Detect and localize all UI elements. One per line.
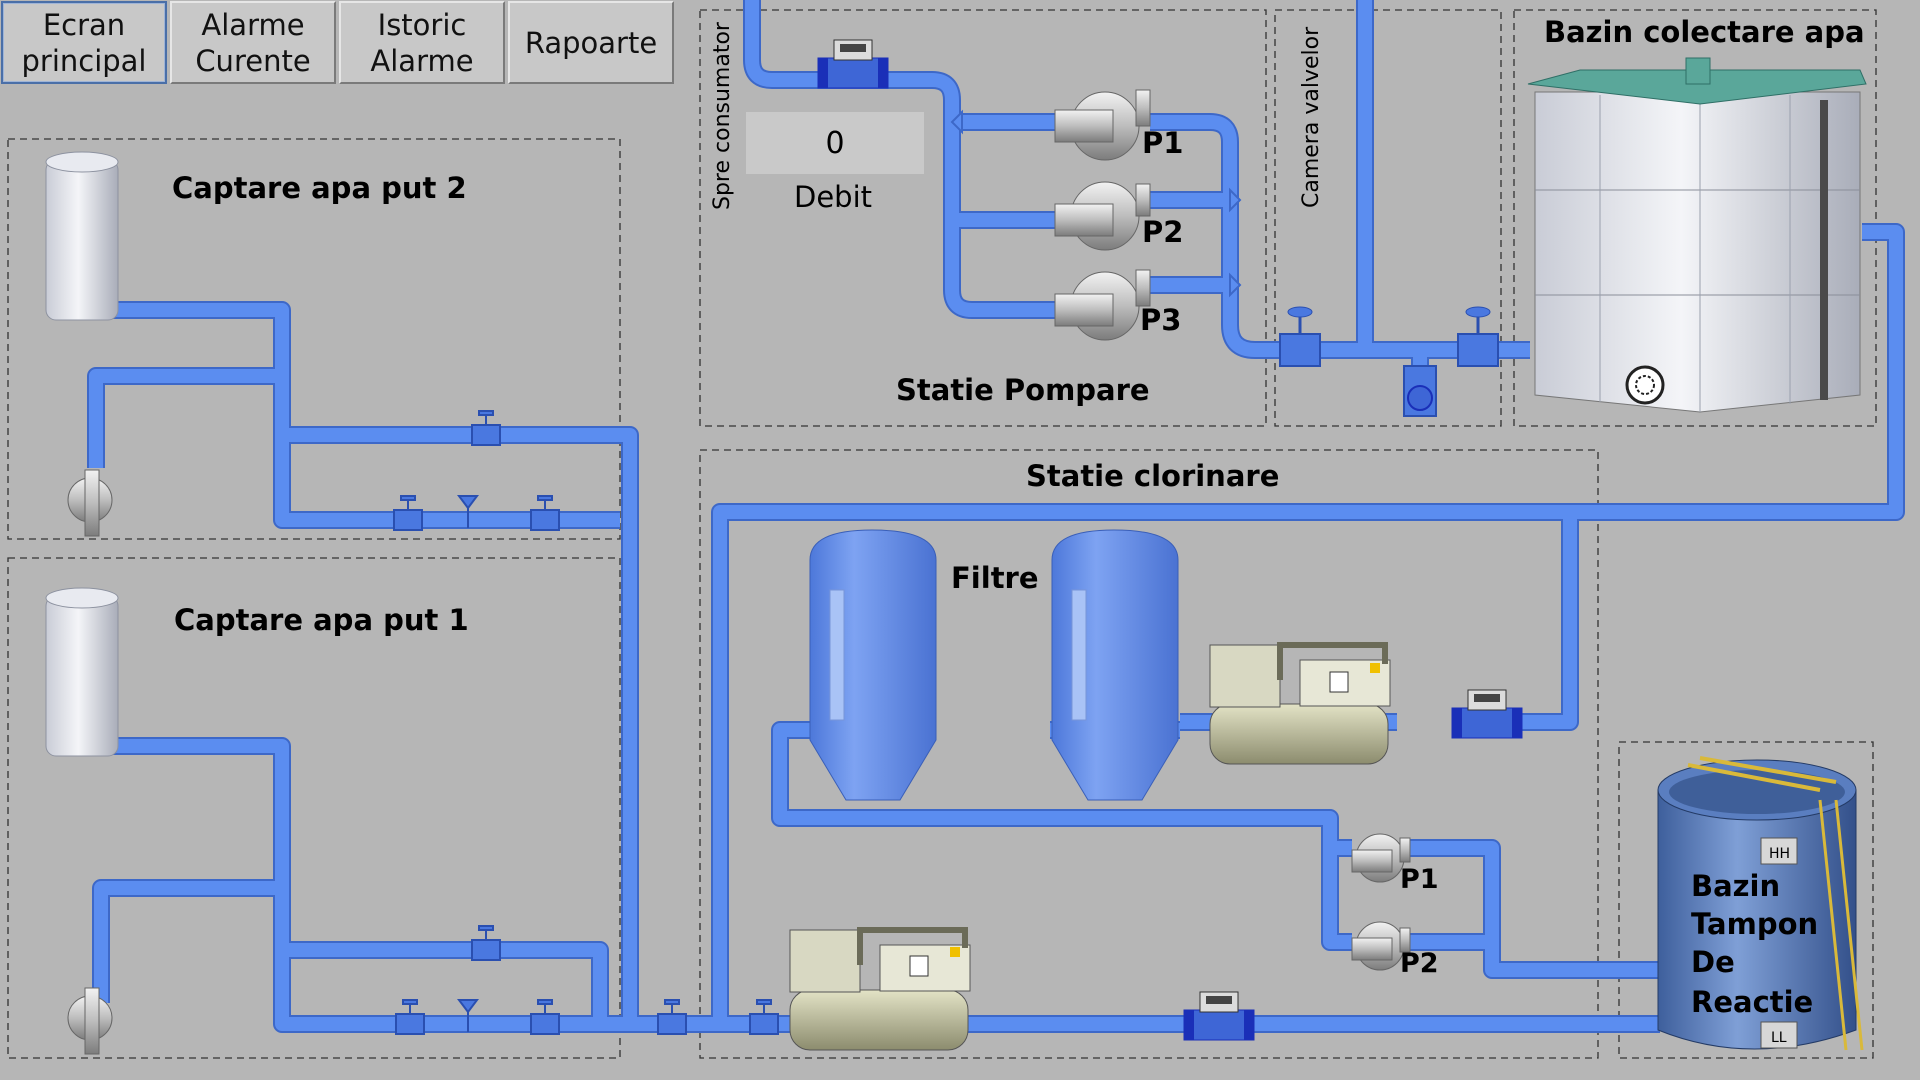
bazin-tampon-tank — [1657, 756, 1864, 1051]
well-tank-2 — [45, 151, 119, 321]
debit-label: Debit — [794, 180, 873, 214]
bazin-colectare-label: Bazin colectare apa — [1544, 15, 1865, 49]
debit-value: 0 — [825, 125, 845, 161]
pump-p1[interactable] — [1054, 89, 1151, 161]
alarme-curente-button[interactable]: Alarme Curente — [170, 1, 336, 84]
filtre-label: Filtre — [951, 561, 1039, 595]
debit-value-display: 0 — [746, 112, 924, 174]
chlorinator-unit-2 — [789, 927, 971, 1051]
bazin-colectare-tank — [1527, 57, 1867, 413]
filter-2 — [1051, 529, 1179, 801]
well-tank-1 — [45, 587, 119, 757]
area-frames — [7, 9, 1877, 1059]
pump-p2-label: P2 — [1142, 215, 1183, 249]
tampon-line-2: Tampon — [1691, 907, 1818, 941]
level-ll-indicator: LL — [1771, 1030, 1787, 1046]
clorinare-p2-label: P2 — [1400, 948, 1439, 979]
pump-p3-label: P3 — [1140, 303, 1181, 337]
flow-meter-clorinare — [1451, 689, 1523, 739]
istoric-alarme-button[interactable]: Istoric Alarme — [339, 1, 505, 84]
captare-put-1-label: Captare apa put 1 — [174, 603, 469, 637]
rapoarte-button[interactable]: Rapoarte — [508, 1, 674, 84]
pump-p2[interactable] — [1054, 181, 1151, 251]
flow-meter-pompare — [817, 39, 889, 89]
statie-pompare-label: Statie Pompare — [896, 373, 1150, 407]
clorinare-pump-p1[interactable] — [1351, 833, 1411, 883]
pump-p3[interactable] — [1054, 269, 1151, 341]
camera-valvelor-label: Camera valvelor — [1299, 26, 1324, 208]
tampon-line-1: Bazin — [1691, 869, 1780, 903]
spre-consumator-label: Spre consumator — [710, 21, 735, 210]
ecran-principal-button[interactable]: Ecran principal — [1, 1, 167, 84]
statie-clorinare-label: Statie clorinare — [1026, 459, 1279, 493]
tampon-line-4: Reactie — [1691, 985, 1813, 1019]
level-hh-indicator: HH — [1769, 846, 1790, 862]
flow-meter-main — [1183, 991, 1255, 1041]
clorinare-p1-label: P1 — [1400, 864, 1439, 895]
clorinare-pump-p2[interactable] — [1351, 921, 1411, 971]
captare-put-2-label: Captare apa put 2 — [172, 171, 467, 205]
well-pump-1 — [67, 987, 113, 1055]
flow-arrows — [950, 109, 1242, 298]
chlorinator-unit-1 — [1209, 642, 1391, 765]
well-valves — [393, 410, 779, 1035]
filter-1 — [809, 529, 937, 801]
pump-p1-label: P1 — [1142, 126, 1183, 160]
well-pump-2 — [67, 469, 113, 537]
valve-room-valves — [1279, 306, 1499, 417]
tampon-line-3: De — [1691, 945, 1735, 979]
